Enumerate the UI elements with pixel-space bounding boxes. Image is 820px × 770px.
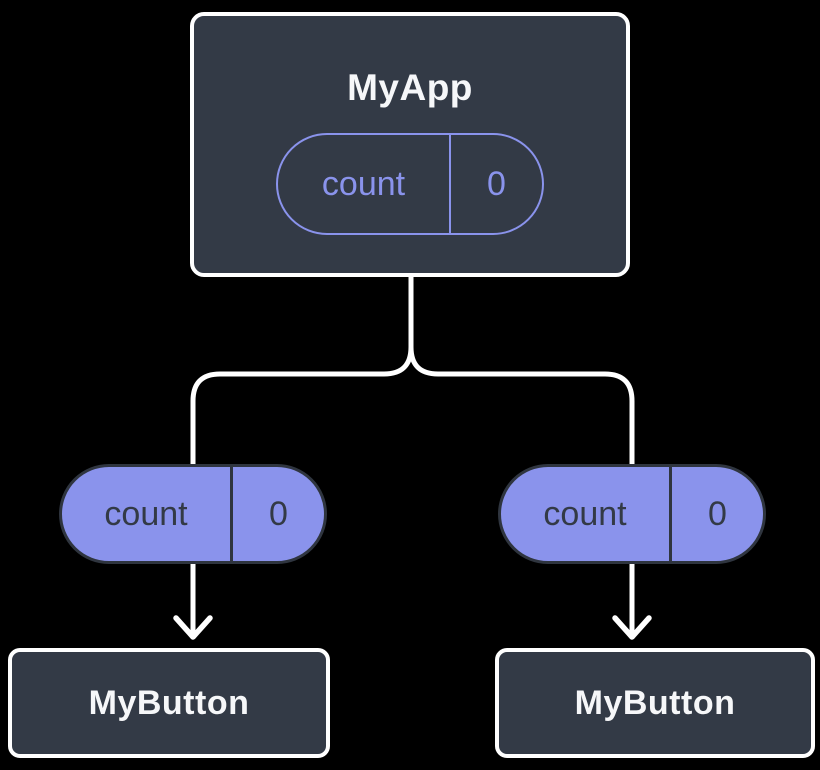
- left-branch-connector: [190, 277, 414, 633]
- root-state-pill: count 0: [276, 133, 544, 235]
- right-prop-pill-label: count: [501, 467, 672, 561]
- root-component-box: MyApp count 0: [190, 12, 630, 277]
- right-branch-connector: [408, 277, 635, 633]
- right-arrowhead-icon: [612, 615, 652, 640]
- left-prop-pill-value: 0: [269, 494, 288, 533]
- left-arrowhead-icon: [173, 615, 213, 640]
- right-child-component-title: MyButton: [574, 684, 736, 722]
- right-child-component-box: MyButton: [495, 648, 815, 758]
- left-child-component-box: MyButton: [8, 648, 330, 758]
- root-component-title: MyApp: [347, 67, 473, 108]
- right-prop-pill: count 0: [498, 464, 766, 564]
- left-prop-pill-label: count: [62, 467, 233, 561]
- root-state-pill-label: count: [278, 135, 451, 233]
- root-state-pill-value: 0: [487, 164, 506, 203]
- left-child-component-title: MyButton: [88, 684, 250, 722]
- left-prop-pill: count 0: [59, 464, 327, 564]
- right-prop-pill-value: 0: [708, 494, 727, 533]
